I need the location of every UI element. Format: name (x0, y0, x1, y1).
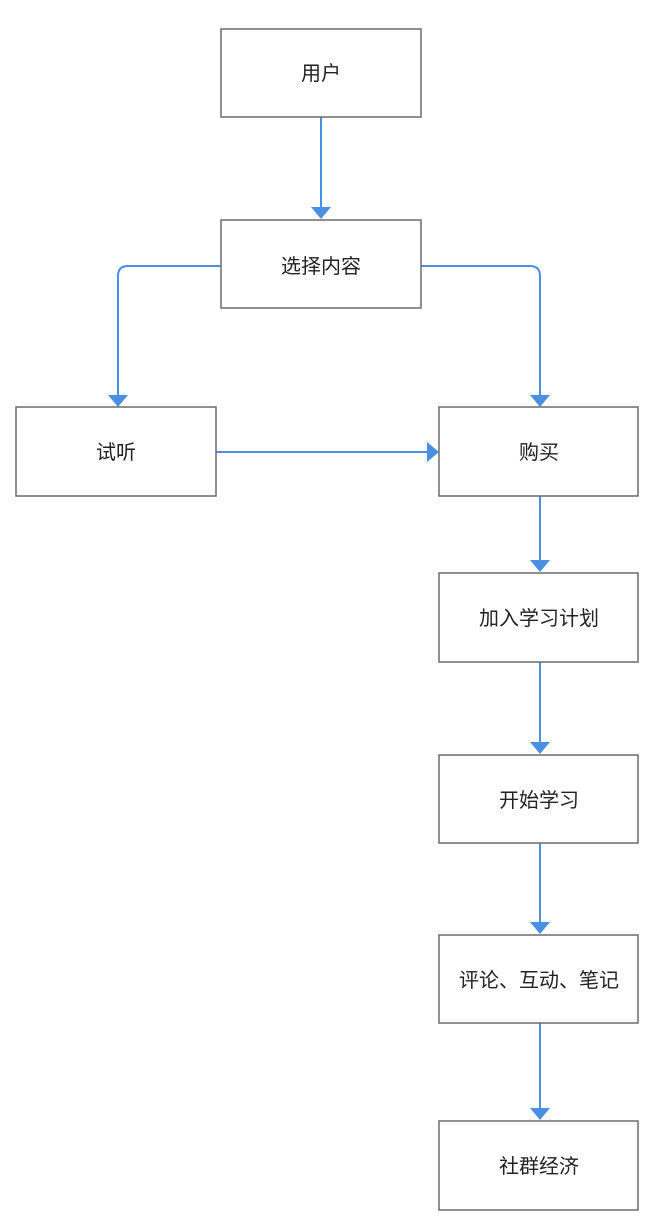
node-trial-listen: 试听 (15, 406, 217, 497)
edge-select-to-trial (108, 265, 221, 407)
edge-start-to-comment (530, 843, 550, 934)
node-user: 用户 (220, 28, 422, 118)
node-purchase-label: 购买 (519, 440, 559, 464)
edge-purchase-to-plan (530, 496, 550, 572)
edge-user-to-select (311, 117, 331, 219)
node-user-label: 用户 (301, 61, 341, 85)
node-start-learning: 开始学习 (438, 754, 639, 844)
edge-trial-to-purchase (216, 442, 439, 462)
edge-select-to-purchase (421, 265, 550, 407)
node-comment-interact-notes-label: 评论、互动、笔记 (459, 968, 619, 992)
edge-plan-to-start (530, 662, 550, 754)
node-community-economy-label: 社群经济 (499, 1154, 579, 1178)
node-purchase: 购买 (438, 406, 639, 497)
node-start-learning-label: 开始学习 (499, 788, 579, 812)
node-select-content: 选择内容 (220, 219, 422, 309)
node-trial-listen-label: 试听 (96, 440, 136, 464)
node-select-content-label: 选择内容 (281, 254, 361, 278)
node-community-economy: 社群经济 (438, 1120, 639, 1211)
edge-comment-to-community (530, 1023, 550, 1120)
node-add-to-plan-label: 加入学习计划 (479, 606, 599, 630)
node-add-to-plan: 加入学习计划 (438, 572, 639, 663)
node-comment-interact-notes: 评论、互动、笔记 (438, 934, 639, 1024)
